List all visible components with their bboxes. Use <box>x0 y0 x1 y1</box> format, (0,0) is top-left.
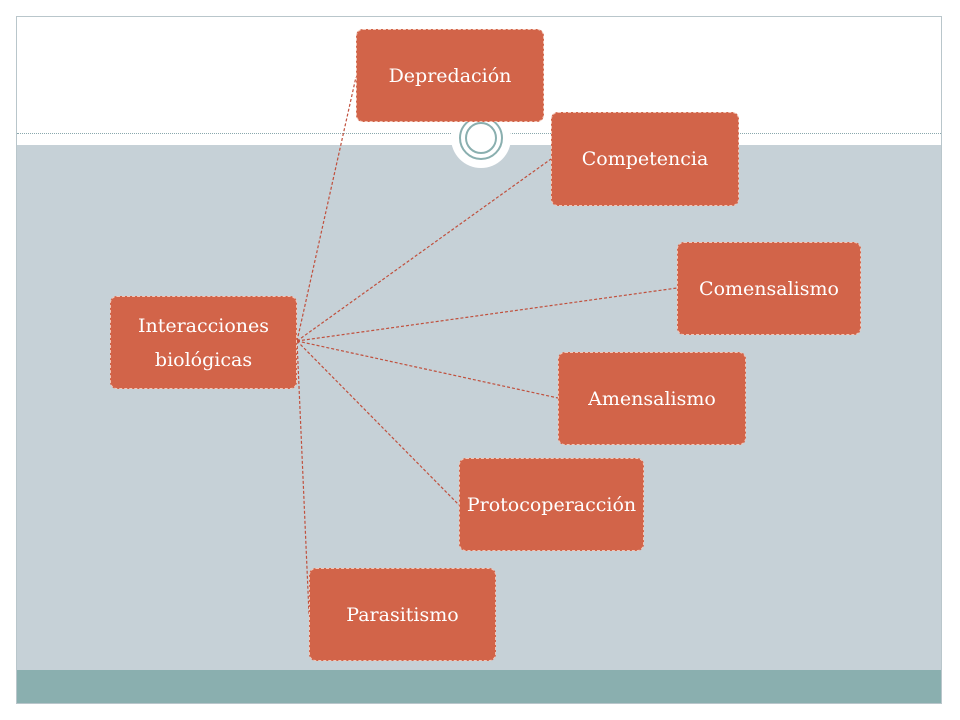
child-node-depredacion: Depredación <box>356 29 544 122</box>
child-label: Comensalismo <box>699 277 839 300</box>
child-label: Parasitismo <box>346 603 459 626</box>
connector-protocoperaccion <box>296 340 460 506</box>
child-label: Competencia <box>581 148 709 170</box>
connector-competencia <box>296 158 552 342</box>
slide-footer-band <box>17 670 941 703</box>
connector-depredacion <box>296 76 357 342</box>
child-label: Amensalismo <box>588 387 716 410</box>
connector-comensalismo <box>296 287 678 342</box>
root-node: Interacciones biológicas <box>110 296 297 389</box>
connector-amensalismo <box>296 340 559 399</box>
slide-frame <box>16 16 942 704</box>
connector-parasitismo <box>296 340 310 615</box>
ornament-inner-ring <box>465 122 497 154</box>
child-label: Depredación <box>388 64 512 87</box>
child-node-competencia: Competencia <box>551 112 739 206</box>
child-node-comensalismo: Comensalismo <box>677 242 861 335</box>
child-node-parasitismo: Parasitismo <box>309 568 496 661</box>
child-node-amensalismo: Amensalismo <box>558 352 746 445</box>
root-label-line2: biológicas <box>154 348 253 371</box>
child-label: Protocoperacción <box>466 493 637 516</box>
child-node-protocoperaccion: Protocoperacción <box>459 458 644 551</box>
root-label-line1: Interacciones <box>137 314 270 337</box>
